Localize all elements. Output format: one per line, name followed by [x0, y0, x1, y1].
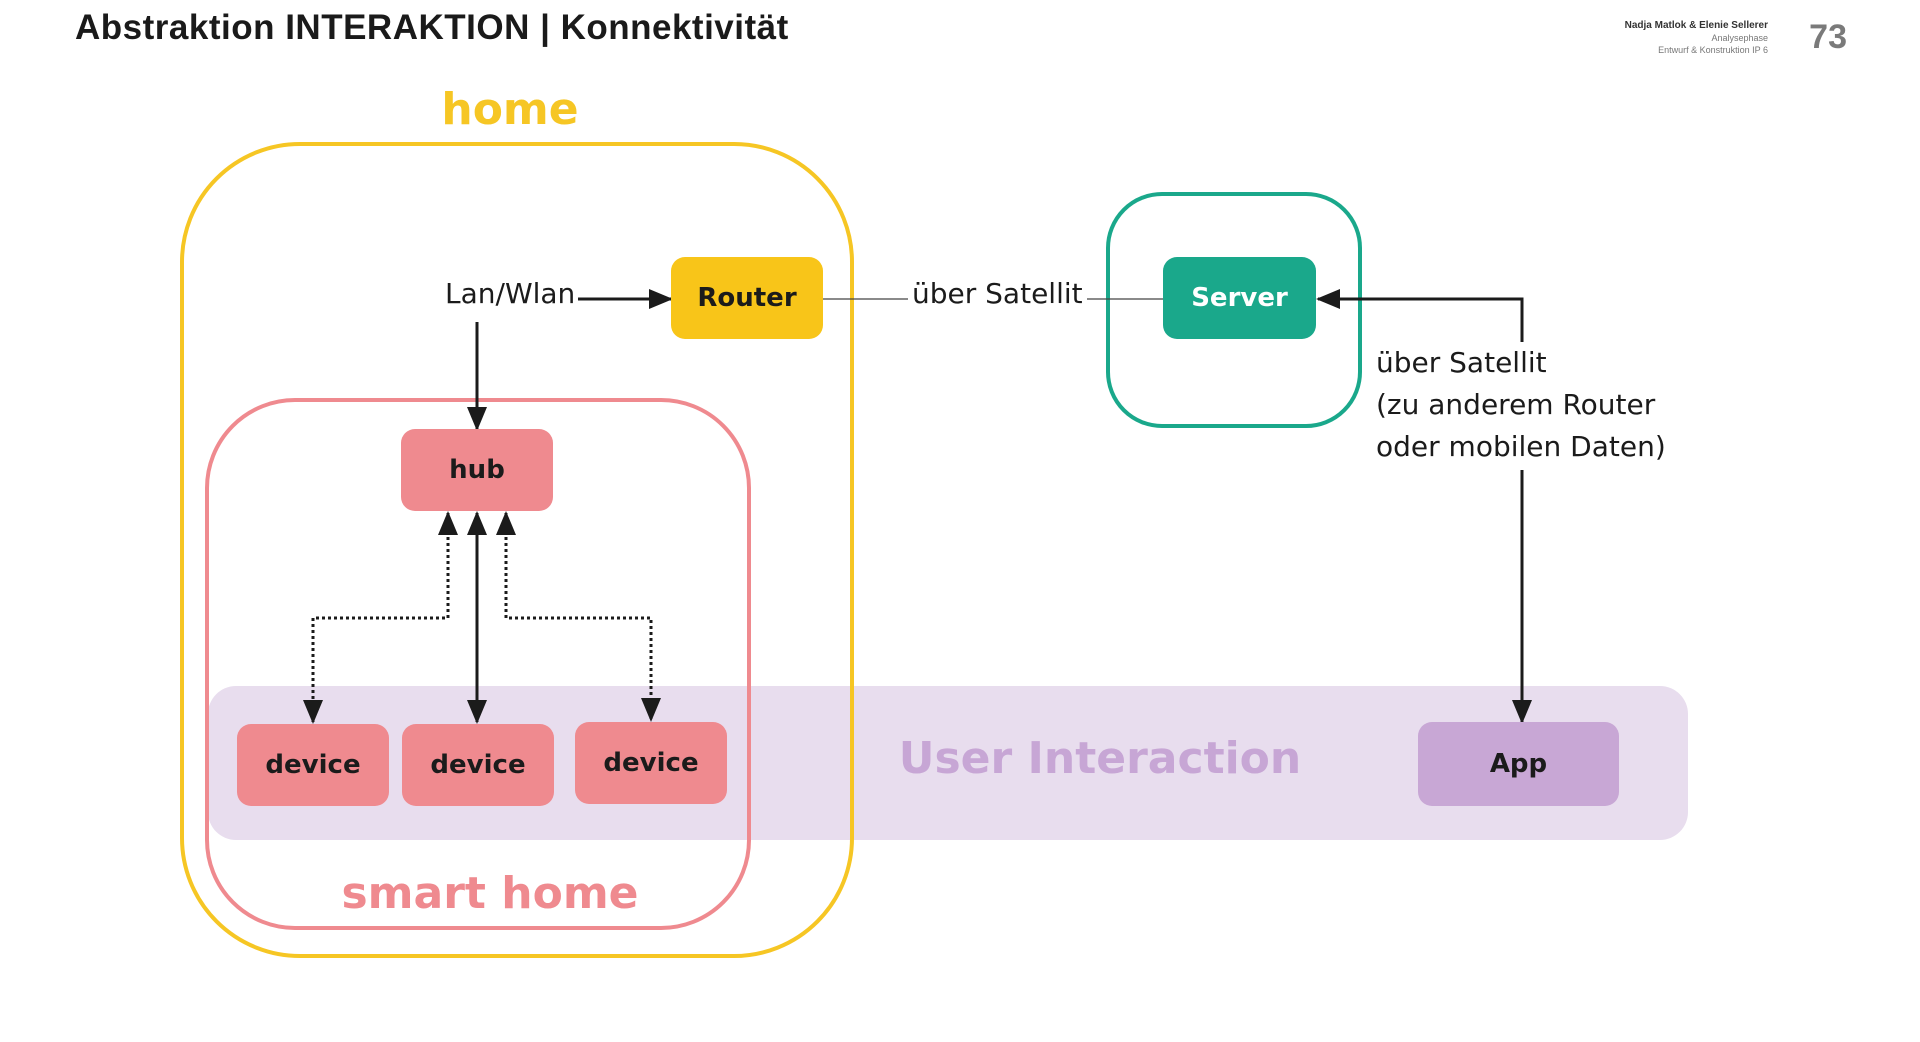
user-interaction-label: User Interaction: [898, 733, 1302, 784]
device-node-3: device: [575, 722, 727, 804]
course: Entwurf & Konstruktion IP 6: [1658, 45, 1768, 55]
satellite-app-line-2: (zu anderem Router: [1376, 388, 1656, 421]
router-node: Router: [671, 257, 823, 339]
satellite-app-line-1: über Satellit: [1376, 346, 1547, 379]
server-node: Server: [1163, 257, 1316, 339]
satellite-app-label: über Satellit (zu anderem Router oder mo…: [1376, 342, 1666, 468]
page-title: Abstraktion INTERAKTION | Konnektivität: [75, 8, 789, 47]
hub-device-right-link: [496, 511, 661, 722]
home-container: [180, 142, 854, 958]
hub-node: hub: [401, 429, 553, 511]
hub-device-left-link: [303, 511, 458, 724]
device-node-1: device: [237, 724, 389, 806]
app-node: App: [1418, 722, 1619, 806]
page-number: 73: [1809, 18, 1847, 56]
lan-wlan-label: Lan/Wlan: [442, 277, 579, 310]
device-node-2: device: [402, 724, 554, 806]
home-label: home: [441, 84, 579, 135]
authors: Nadja Matlok & Elenie Sellerer: [1624, 20, 1768, 31]
page-meta: Nadja Matlok & Elenie Sellerer Analyseph…: [1625, 20, 1768, 56]
server-app-line: [1316, 289, 1524, 345]
server-container: [1106, 192, 1362, 428]
satellite-label: über Satellit: [908, 277, 1087, 310]
satellite-app-line-3: oder mobilen Daten): [1376, 430, 1666, 463]
smart-home-label: smart home: [341, 868, 639, 919]
phase: Analysephase: [1711, 33, 1768, 43]
